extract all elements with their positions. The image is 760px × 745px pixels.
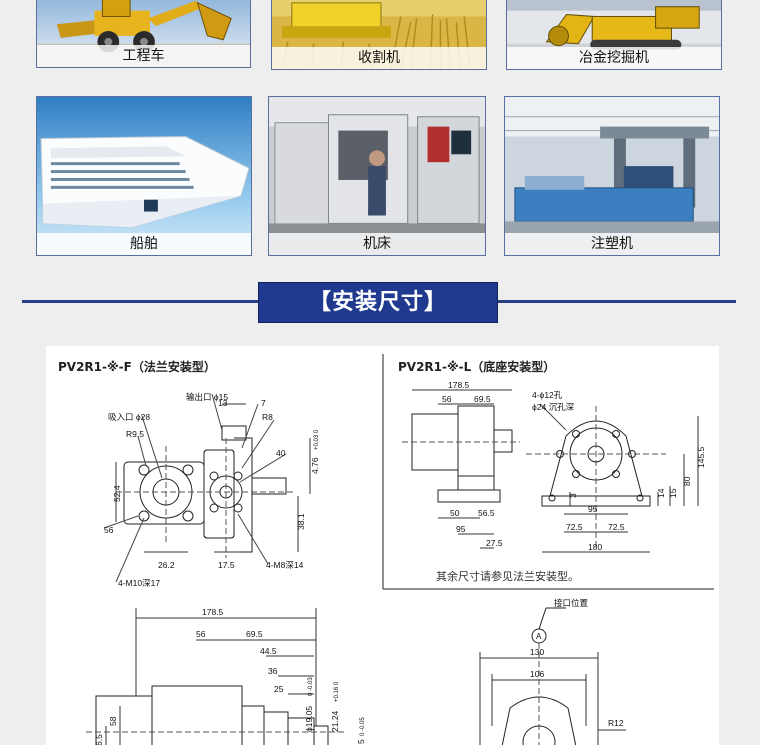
flange-drawing-title: PV2R1-※-F（法兰安装型） <box>58 360 216 374</box>
section-divider-left <box>22 300 258 303</box>
dim-13: 13 <box>218 398 228 408</box>
dim-56: 56 <box>104 525 114 535</box>
application-label: 注塑机 <box>505 233 719 255</box>
cruise-ship-image <box>37 97 251 255</box>
dim-foot-cb: ϕ24 沉孔深 <box>532 402 575 412</box>
machine-tool-image <box>269 97 485 255</box>
foot-drawing-title: PV2R1-※-L（底座安装型） <box>398 360 556 374</box>
section-divider-right <box>498 300 736 303</box>
dim-bottom-5: 5 <box>356 739 366 744</box>
dim-bottom-106: 106 <box>530 669 544 679</box>
dim-7: 7 <box>261 398 266 408</box>
dim-bottom-130: 130 <box>530 647 544 657</box>
dim-bottom-695: 69.5 <box>246 629 263 639</box>
dim-m10: 4-M10深17 <box>118 578 160 588</box>
flange-pump-outline <box>123 425 287 553</box>
dim-foot-565: 56.5 <box>478 508 495 518</box>
dim-524: 52.4 <box>112 485 122 502</box>
dim-381: 38.1 <box>296 513 306 530</box>
dim-bottom-65: 6.5 <box>94 734 104 745</box>
dim-foot-56: 56 <box>442 394 452 404</box>
dim-r95: R9.5 <box>126 429 144 439</box>
drawing-canvas: 输出口 ϕ15 吸入口 ϕ28 13 7 R8 R9.5 40 4.76 +0.… <box>86 354 714 745</box>
dim-foot-1455: 145.5 <box>696 446 706 468</box>
dim-r8: R8 <box>262 412 273 422</box>
injection-molding-image <box>505 97 719 255</box>
dim-bottom-1785: 178.5 <box>202 607 224 617</box>
drawing-note: 其余尺寸请参见法兰安装型。 <box>436 570 579 583</box>
dim-foot-695: 69.5 <box>474 394 491 404</box>
dim-foot-15: 15 <box>668 488 678 498</box>
foot-pump-front-view <box>526 406 666 546</box>
dim-foot-80: 80 <box>682 476 692 486</box>
dim-bottom-58: 58 <box>108 716 118 726</box>
dim-bottom-port: 接口位置 <box>554 598 589 608</box>
installation-drawing: PV2R1-※-F（法兰安装型） PV2R1-※-L（底座安装型） 其余尺寸请参… <box>46 346 719 745</box>
application-label: 收割机 <box>272 47 486 69</box>
dim-m8: 4-M8深14 <box>266 560 304 570</box>
dim-foot-hole: 4-ϕ12孔 <box>532 390 563 400</box>
dim-outlet: 输出口 ϕ15 <box>186 392 228 402</box>
section-title: 【安装尺寸】 <box>258 282 498 323</box>
port-marker-a: A <box>536 632 542 641</box>
dim-262: 26.2 <box>158 560 175 570</box>
dim-foot-3: 3 <box>568 493 578 498</box>
application-label: 冶金挖掘机 <box>507 47 721 69</box>
dim-bottom-1905: ϕ19.05 <box>304 706 314 732</box>
application-tile-ship: 船舶 <box>36 96 252 256</box>
bottom-pump-front-view <box>501 607 577 745</box>
dim-foot-95a: 95 <box>456 524 466 534</box>
tol-bottom-5: 0 -0.05 <box>360 717 366 736</box>
tol-bottom-1905: 0 -0.03 <box>308 677 314 696</box>
dim-foot-50: 50 <box>450 508 460 518</box>
application-tile-mining: 冶金挖掘机 <box>506 0 722 70</box>
dim-inlet: 吸入口 ϕ28 <box>108 412 150 422</box>
dim-foot-1785: 178.5 <box>448 380 470 390</box>
dim-foot-725b: 72.5 <box>608 522 625 532</box>
foot-pump-side-view <box>402 405 520 503</box>
dim-bottom-25: 25 <box>274 684 284 694</box>
dim-bottom-56: 56 <box>196 629 206 639</box>
dim-bottom-445: 44.5 <box>260 646 277 656</box>
application-tile-machine-tool: 机床 <box>268 96 486 256</box>
application-label: 机床 <box>269 233 485 255</box>
dim-40: 40 <box>276 448 286 458</box>
dim-bottom-2124: 21.24 <box>330 710 340 732</box>
dim-foot-95b: 95 <box>588 504 598 514</box>
dim-foot-275: 27.5 <box>486 538 503 548</box>
dim-foot-14: 14 <box>656 488 666 498</box>
dim-foot-725a: 72.5 <box>566 522 583 532</box>
dim-476: 4.76 <box>310 457 320 474</box>
bottom-pump-side-view <box>86 685 346 745</box>
application-tile-injection: 注塑机 <box>504 96 720 256</box>
dim-foot-180: 180 <box>588 542 602 552</box>
application-label: 工程车 <box>37 45 250 67</box>
dim-bottom-r12: R12 <box>608 718 624 728</box>
application-tile-harvester: 收割机 <box>271 0 487 70</box>
application-tile-excavator: 工程车 <box>36 0 251 68</box>
dim-bottom-36: 36 <box>268 666 278 676</box>
dim-175: 17.5 <box>218 560 235 570</box>
tol-bottom-2124: +0.16 0 <box>334 681 340 702</box>
application-label: 船舶 <box>37 233 251 255</box>
tol-476: +0.03 0 <box>314 429 320 450</box>
